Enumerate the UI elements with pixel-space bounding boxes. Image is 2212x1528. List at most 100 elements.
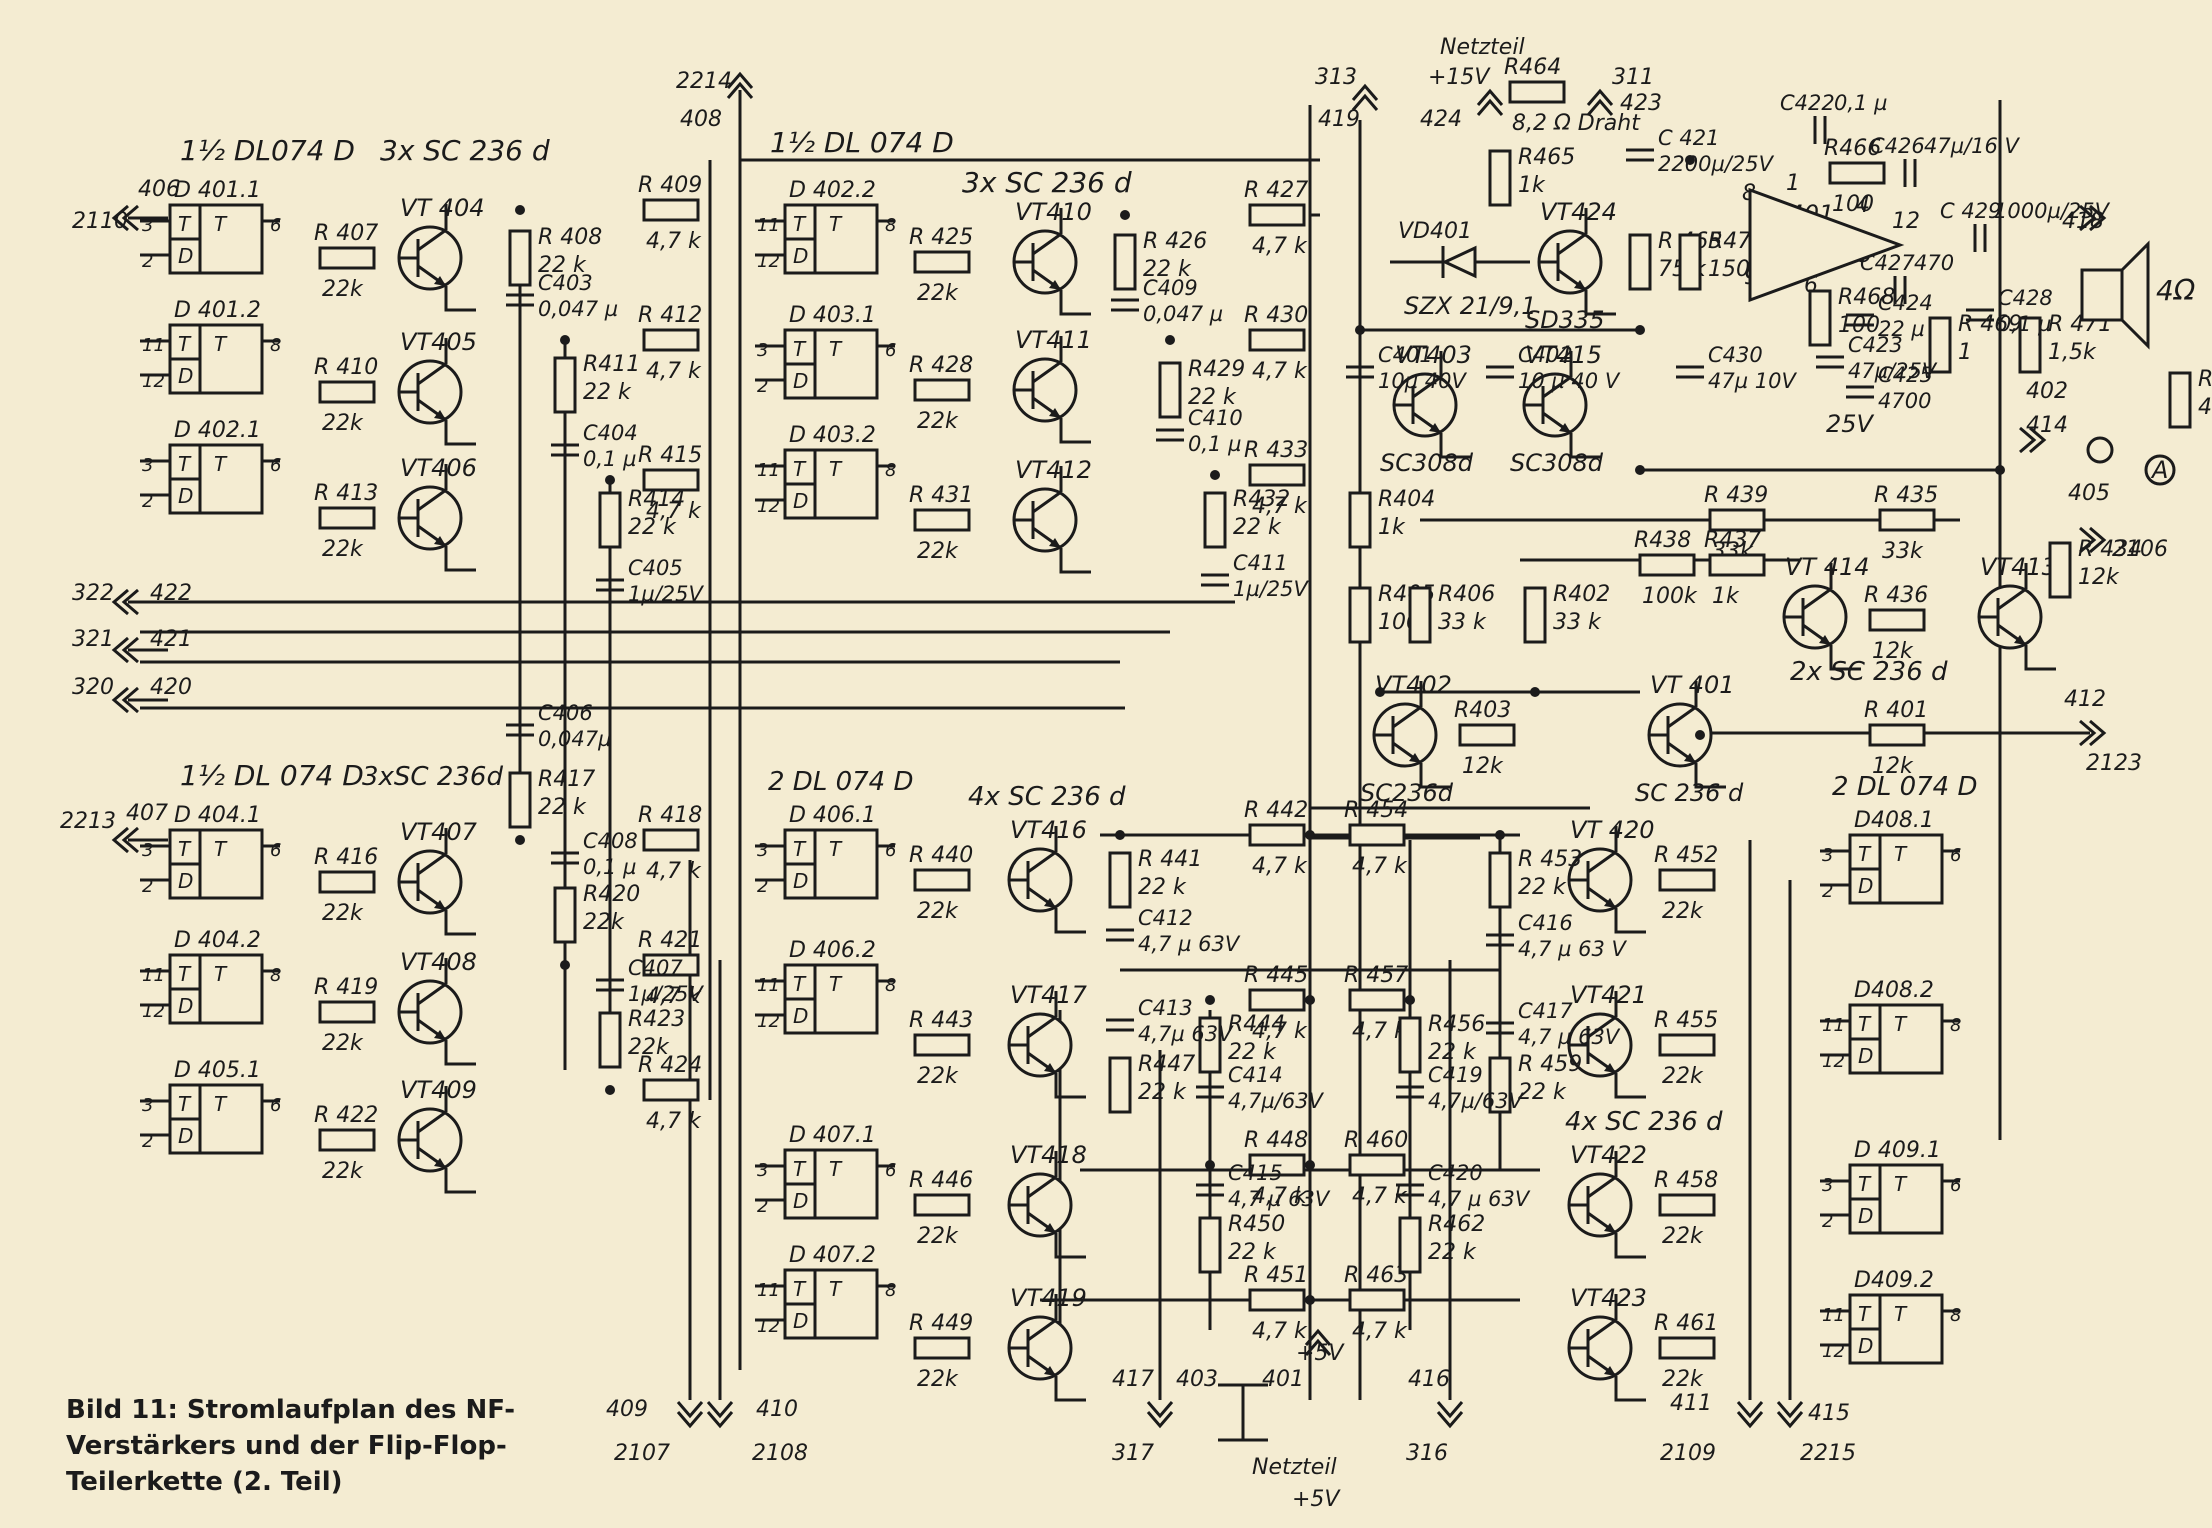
resistor-value: 12k xyxy=(1872,639,1914,664)
ic-pin-letter: T xyxy=(829,1277,843,1301)
transistor-type: SC308d xyxy=(1380,449,1474,477)
resistor-r425 xyxy=(913,250,971,274)
resistor-label: R 428 xyxy=(909,353,973,378)
transistor-label: VT406 xyxy=(400,454,477,482)
ic-pin-letter: T xyxy=(793,1277,807,1301)
capacitor-value: 4,7µ 63V xyxy=(1138,1022,1234,1046)
ic-pin: 8 xyxy=(885,1280,896,1301)
transistor-vt424 xyxy=(1536,229,1603,295)
ic-pin-letter: D xyxy=(793,1189,808,1213)
ic-pin: 2 xyxy=(757,376,768,397)
resistor-r411 xyxy=(553,356,577,414)
resistor-label: R402 xyxy=(1553,582,1610,607)
transistor-vt422 xyxy=(1566,1172,1633,1238)
resistor-r457 xyxy=(1348,988,1406,1012)
resistor-value: 1k xyxy=(1378,515,1406,540)
transistor-vt411 xyxy=(1011,357,1078,423)
capacitor-label: C410 xyxy=(1188,406,1243,430)
ic-pin-letter: D xyxy=(178,244,193,268)
resistor-value: 22k xyxy=(1662,899,1704,924)
resistor-r406 xyxy=(1408,586,1432,644)
resistor-value: 4,7 k xyxy=(646,859,702,884)
resistor-label: R 410 xyxy=(314,355,378,380)
ic-pin-letter: T xyxy=(829,337,843,361)
capacitor-label: C408 xyxy=(583,829,638,853)
resistor-r451 xyxy=(1248,1288,1306,1312)
resistor-r420 xyxy=(553,886,577,944)
resistor-r460 xyxy=(1348,1153,1406,1177)
ic-pin-letter: D xyxy=(178,994,193,1018)
ic-pin: 3 xyxy=(142,1095,153,1116)
resistor-r403 xyxy=(1458,723,1516,747)
resistor-value: 33k xyxy=(1882,539,1924,564)
capacitor-c404 xyxy=(551,443,579,457)
connector-down-icon xyxy=(1436,1400,1464,1428)
resistor-label: R406 xyxy=(1438,582,1495,607)
resistor-r431 xyxy=(913,508,971,532)
transistor-type: SC236d xyxy=(1360,779,1454,807)
net-label: Netzteil xyxy=(1252,1455,1337,1480)
resistor-label: R 422 xyxy=(314,1103,378,1128)
ic-pin-letter: T xyxy=(793,457,807,481)
transistor-vt406 xyxy=(396,485,463,551)
resistor-r452 xyxy=(1658,868,1716,892)
ic-pin: 3 xyxy=(757,340,768,361)
group-label: 2x SC 236 d xyxy=(1790,657,1948,687)
resistor-label: R 469 xyxy=(1958,312,2022,337)
resistor-r466 xyxy=(1828,161,1886,185)
resistor-label: R462 xyxy=(1428,1212,1485,1237)
net-label: 409 xyxy=(606,1397,648,1422)
ic-pin: 6 xyxy=(270,215,281,236)
resistor-label: R 434 xyxy=(2078,537,2142,562)
resistor-value: 22 k xyxy=(1138,1080,1187,1105)
ic-pin-letter: T xyxy=(1894,1172,1908,1196)
resistor-value: 4,7 k xyxy=(1252,854,1308,879)
resistor-value: 22 k xyxy=(1138,875,1187,900)
net-label: 317 xyxy=(1112,1441,1154,1466)
capacitor-c430 xyxy=(1676,365,1704,379)
transistor-label: VT417 xyxy=(1010,981,1088,1009)
net-label: 2109 xyxy=(1660,1441,1716,1466)
resistor-value: 22 k xyxy=(538,253,587,278)
resistor-r02 xyxy=(2168,371,2192,429)
capacitor-value: 0,047µ xyxy=(538,727,611,751)
resistor-label: R 425 xyxy=(909,225,973,250)
transistor-label: VT419 xyxy=(1010,1284,1087,1312)
resistor-r407 xyxy=(318,246,376,270)
capacitor-value: 0,1 µ xyxy=(583,447,636,471)
flip-flop-label: D 402.1 xyxy=(174,418,261,443)
flip-flop-label: D 404.1 xyxy=(174,803,261,828)
capacitor-value: 2200µ/25V xyxy=(1658,152,1775,176)
net-label: 417 xyxy=(1112,1367,1154,1392)
resistor-value: 22k xyxy=(917,1064,959,1089)
transistor-vt410 xyxy=(1011,229,1078,295)
ic-pin-letter: T xyxy=(1894,1012,1908,1036)
resistor-value: 100k xyxy=(1642,584,1698,609)
ic-pin-letter: T xyxy=(829,457,843,481)
transistor-label: VT413 xyxy=(1980,553,2057,581)
capacitor-c417 xyxy=(1486,1021,1514,1035)
ic-pin-letter: D xyxy=(793,244,808,268)
ic-pin-letter: D xyxy=(178,364,193,388)
transistor-label: VT412 xyxy=(1015,456,1092,484)
flip-flop-label: D408.2 xyxy=(1854,978,1934,1003)
resistor-r443 xyxy=(913,1033,971,1057)
resistor-label: R 440 xyxy=(909,843,973,868)
resistor-label: R 448 xyxy=(1244,1128,1308,1153)
resistor-value: 22 k xyxy=(538,795,587,820)
ic-pin: 2 xyxy=(757,1196,768,1217)
connector-down-icon xyxy=(706,1400,734,1428)
ic-pin: 8 xyxy=(885,975,896,996)
capacitor-value: 0,1 µ xyxy=(1188,432,1241,456)
resistor-label: R 408 xyxy=(538,225,602,250)
transistor-vt417 xyxy=(1006,1012,1073,1078)
capacitor-c408 xyxy=(551,851,579,865)
capacitor-value: 0,047 µ xyxy=(1143,302,1223,326)
resistor-value: 12k xyxy=(1462,754,1504,779)
capacitor-c420 xyxy=(1396,1183,1424,1197)
resistor-label: R 401 xyxy=(1864,698,1928,723)
voltage-label: 25V xyxy=(1826,410,1875,438)
resistor-label: R 426 xyxy=(1143,229,1207,254)
net-label: 411 xyxy=(1670,1391,1712,1416)
resistor-value: 22k xyxy=(583,910,625,935)
